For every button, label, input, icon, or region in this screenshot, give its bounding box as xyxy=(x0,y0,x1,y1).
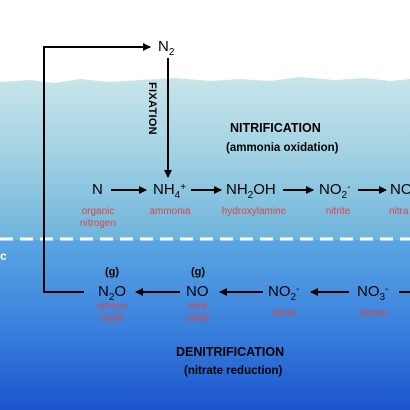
denitrification-return-path xyxy=(43,43,151,293)
dinitrogen-formula: N2 xyxy=(158,38,175,58)
deep-water xyxy=(0,240,410,410)
fixation-label: FIXATION xyxy=(146,82,158,135)
nitrite-formula-bottom: NO2- xyxy=(268,283,300,303)
nitric-oxide-state: (g) xyxy=(191,266,206,278)
nitrite-formula-top: NO2- xyxy=(319,181,351,201)
nitrate-formula-bottom: NO3- xyxy=(357,283,389,303)
nitrous-oxide-formula: N2O xyxy=(98,283,127,303)
edge-character: c xyxy=(0,249,7,263)
denitrification-subtitle: (nitrate reduction) xyxy=(184,365,283,377)
hydroxylamine-formula: NH2OH xyxy=(226,181,276,201)
hydroxylamine-label: hydroxylamine xyxy=(221,206,287,217)
nitrification-subtitle: (ammonia oxidation) xyxy=(226,142,339,154)
nitrate-label-top: nitra xyxy=(389,206,409,217)
nitrite-label-bottom: nitrite xyxy=(271,308,297,319)
nitrate-label-bottom: nitrate xyxy=(359,308,387,319)
nitric-oxide-label: nitric oxide xyxy=(186,301,210,324)
nitrous-oxide-label: nitrous oxide xyxy=(96,301,127,324)
nitrification-title: NITRIFICATION xyxy=(230,121,321,135)
water-surface xyxy=(0,77,410,240)
organic-nitrogen-formula: N xyxy=(92,181,103,198)
nitrous-oxide-state: (g) xyxy=(105,266,120,278)
nitrate-formula-top: NO xyxy=(390,181,410,198)
denitrification-title: DENITRIFICATION xyxy=(176,345,285,359)
ammonium-formula: NH4+ xyxy=(153,181,187,201)
nitric-oxide-formula: NO xyxy=(186,283,209,300)
organic-nitrogen-label: organic nitrogen xyxy=(79,206,117,229)
ammonia-label: ammonia xyxy=(149,206,191,217)
nitrite-label-top: nitrite xyxy=(325,206,351,217)
